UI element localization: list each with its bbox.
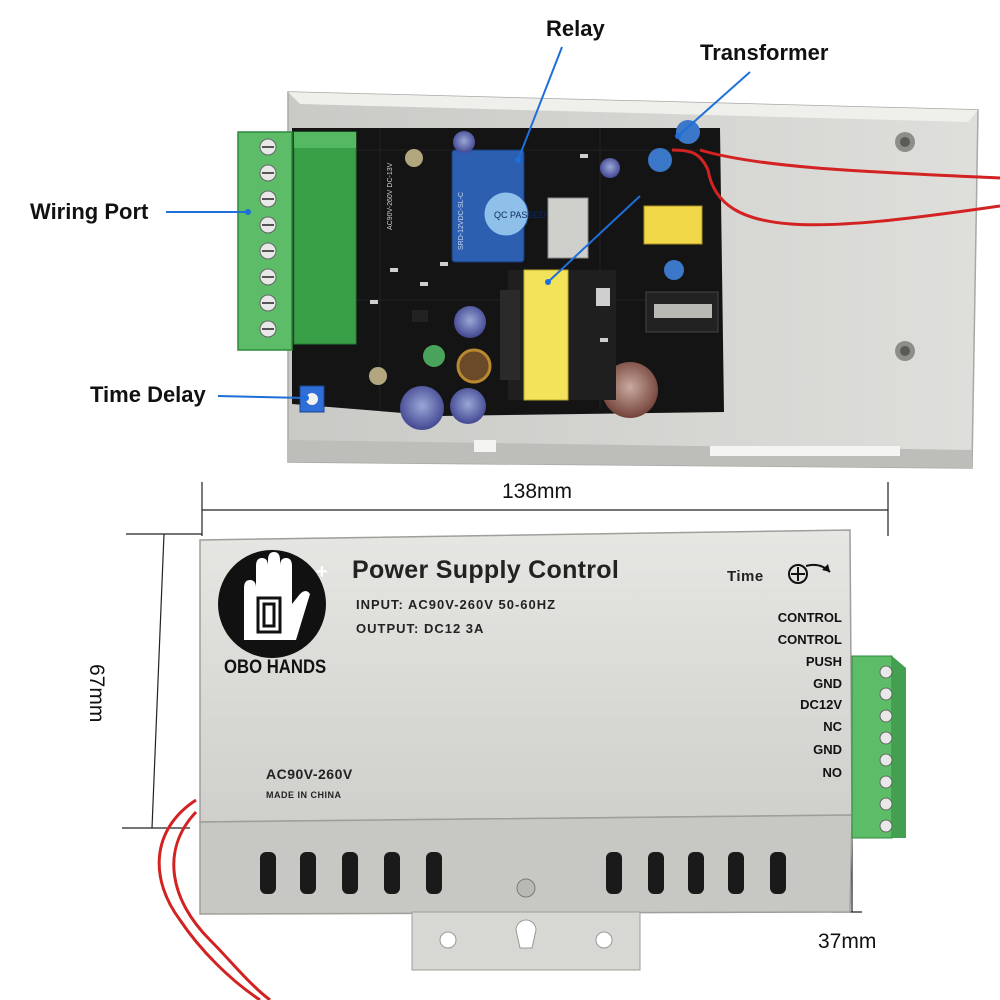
wiring-port-callout: Wiring Port [30, 199, 149, 224]
relay-callout: Relay [546, 16, 605, 41]
capacitor [453, 131, 475, 153]
capacitor [450, 388, 486, 424]
qc-sticker: QC PASSED [494, 210, 546, 220]
capacitor [600, 158, 620, 178]
metal-bracket [547, 197, 589, 259]
brand-name: OBO HANDS [224, 657, 327, 678]
screw [516, 878, 536, 898]
terminal-label: NC [823, 719, 842, 734]
obo-hands-logo: + [218, 550, 328, 658]
case-terminal-block [851, 655, 906, 839]
relay-model-text: SRD-12VDC-SL-C [458, 192, 465, 250]
length-dimension: 138mm [502, 480, 573, 503]
film-capacitor [643, 205, 703, 245]
capacitor [400, 386, 444, 430]
terminal-label: GND [813, 676, 842, 691]
time-adjust-icon [788, 563, 831, 584]
y-capacitor [676, 120, 700, 144]
terminal-label: GND [813, 742, 842, 757]
time-label: Time [727, 568, 764, 585]
width-dimension: 67mm [85, 664, 108, 723]
input-spec: INPUT: AC90V-260V 50-60HZ [356, 597, 557, 612]
output-spec: OUTPUT: DC12 3A [356, 621, 485, 636]
terminal-label: PUSH [805, 654, 842, 669]
screw [369, 367, 387, 385]
open-unit: QC PASSED SRD-12VDC-SL-C [237, 91, 1000, 469]
height-dimension: 37mm [818, 930, 877, 953]
closed-unit: + [122, 482, 906, 1000]
capacitor [454, 306, 486, 338]
time-delay-callout: Time Delay [90, 382, 206, 407]
case-title: Power Supply Control [352, 556, 620, 584]
y-capacitor [648, 148, 672, 172]
case-front [199, 814, 853, 915]
terminal-label: DC12V [800, 697, 842, 712]
callout-lines [166, 46, 751, 401]
board-print: AC90V-260V DC-13V [387, 162, 394, 230]
mains-wire [699, 148, 1000, 180]
terminal-label: NO [822, 765, 843, 780]
transformer-callout: Transformer [700, 40, 829, 65]
wiring-port-terminal [237, 131, 293, 351]
dimension-lines [122, 482, 889, 913]
ac-rating: AC90V-260V [266, 766, 353, 782]
mains-wire [157, 798, 261, 1000]
mains-wire [706, 169, 1000, 227]
y-capacitor [664, 260, 684, 280]
vent-slots [260, 852, 786, 894]
capacitor [423, 345, 445, 367]
terminal-label: CONTROL [777, 632, 842, 647]
relay: QC PASSED SRD-12VDC-SL-C [451, 149, 546, 263]
mains-wire [172, 810, 271, 1000]
inductor [456, 348, 492, 384]
terminal-label: CONTROL [777, 610, 842, 625]
svg-text:+: + [316, 561, 328, 583]
origin-label: MADE IN CHINA [266, 790, 342, 800]
screw [405, 149, 423, 167]
